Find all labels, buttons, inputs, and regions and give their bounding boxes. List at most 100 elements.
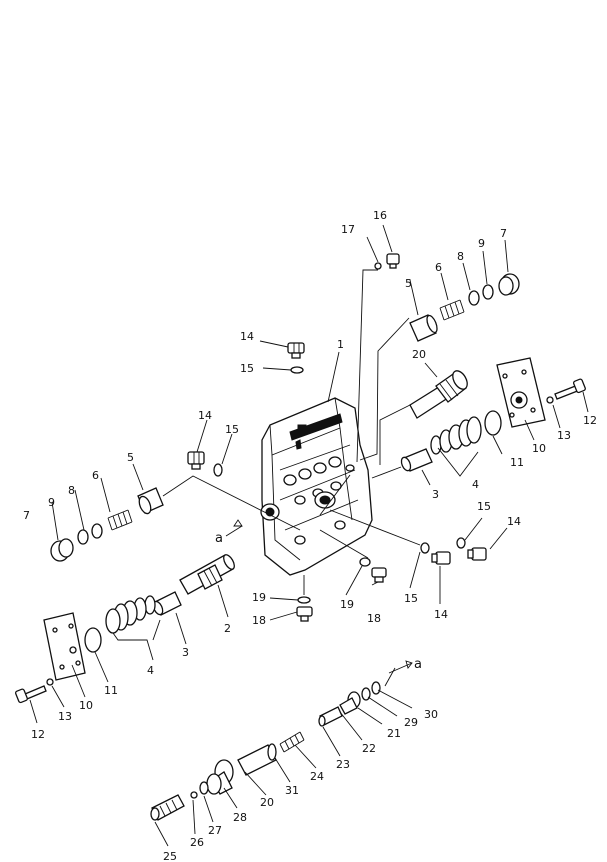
callout-10-upper: 10 (532, 442, 546, 455)
callout-16: 16 (373, 209, 387, 222)
leader-lines (29, 224, 589, 847)
plug-14-lower (431, 551, 451, 565)
spool-2 (179, 554, 235, 595)
callout-3-upper: 3 (432, 488, 439, 501)
callout-22: 22 (362, 742, 376, 755)
callout-20-upper: 20 (412, 348, 426, 361)
plug-14-right (467, 547, 487, 561)
callout-5-left: 5 (127, 451, 134, 464)
callout-28: 28 (233, 811, 247, 824)
callout-13-upper: 13 (557, 429, 571, 442)
cover-10-left (43, 612, 86, 681)
callout-18-right: 18 (367, 612, 381, 625)
callout-13-left: 13 (58, 710, 72, 723)
callout-18-center: 18 (252, 614, 266, 627)
o-ring-11-left (84, 627, 102, 653)
bolt-12-left (14, 685, 47, 704)
spring-24 (279, 731, 305, 753)
o-ring-19-center (297, 596, 311, 604)
plug-7-upper (498, 273, 520, 296)
callout-19-center: 19 (252, 591, 266, 604)
cover-10-upper (496, 357, 546, 428)
washer-8-left (91, 523, 103, 539)
callout-30: 30 (424, 708, 438, 721)
callout-10-left: 10 (79, 699, 93, 712)
spring-6-left (107, 509, 133, 531)
callout-14-lower: 14 (434, 608, 448, 621)
callout-11-left: 11 (104, 684, 118, 697)
callout-6-left: 6 (92, 469, 99, 482)
callout-3-left: 3 (182, 646, 189, 659)
spool-20-upper (409, 370, 468, 419)
plug-28 (206, 759, 234, 795)
callout-9-upper: 9 (478, 237, 485, 250)
spring-4-left (105, 595, 156, 634)
plug-14-left (187, 451, 205, 470)
plug-16 (386, 253, 400, 269)
callout-12-upper: 12 (583, 414, 597, 427)
callout-5-upper: 5 (405, 277, 412, 290)
callout-14-left: 14 (198, 409, 212, 422)
callout-8-upper: 8 (457, 250, 464, 263)
callout-15-top: 15 (240, 362, 254, 375)
callout-21: 21 (387, 727, 401, 740)
callout-2: 2 (224, 622, 231, 635)
callout-20-lower: 20 (260, 796, 274, 809)
spool-22 (318, 706, 343, 727)
callout-14-top: 14 (240, 330, 254, 343)
valve-body (260, 397, 373, 576)
callout-7-left: 7 (23, 509, 30, 522)
callout-25: 25 (163, 850, 177, 862)
o-ring-15-lower (420, 542, 430, 554)
plug-14-top (287, 342, 305, 359)
washer-27 (199, 781, 209, 795)
callout-8-left: 8 (68, 484, 75, 497)
spool-5-upper (409, 314, 438, 342)
sleeve-3-upper (400, 448, 433, 472)
callout-labels: 1 2 3 3 4 4 5 5 6 6 7 7 8 8 9 9 10 10 11… (23, 209, 597, 862)
o-ring-19-right (359, 557, 371, 567)
callout-7-upper: 7 (500, 227, 507, 240)
o-ring-15-left (213, 463, 223, 477)
plug-18-center (296, 606, 313, 622)
spool-5-left (137, 487, 164, 515)
callout-1: 1 (337, 338, 344, 351)
callout-9-left: 9 (48, 496, 55, 509)
callout-19-right: 19 (340, 598, 354, 611)
washer-13-left (46, 678, 54, 686)
callout-15-lower: 15 (404, 592, 418, 605)
sleeve-3-left (152, 591, 182, 616)
spring-6-upper (439, 299, 465, 321)
washer-13-upper (546, 396, 554, 404)
callout-31: 31 (285, 784, 299, 797)
plug-21 (339, 691, 361, 715)
callout-4-left: 4 (147, 664, 154, 677)
callout-15-left: 15 (225, 423, 239, 436)
callout-23: 23 (336, 758, 350, 771)
callout-6-upper: 6 (435, 261, 442, 274)
o-ring-17 (374, 262, 382, 270)
bolt-12-upper (554, 378, 586, 400)
o-ring-11-upper (484, 410, 502, 436)
callout-4-upper: 4 (472, 478, 479, 491)
o-ring-9-upper (482, 284, 494, 300)
plug-18-right (371, 567, 387, 583)
o-ring-29 (361, 687, 371, 701)
callout-11-upper: 11 (510, 456, 524, 469)
callout-24: 24 (310, 770, 324, 783)
callout-12-left: 12 (31, 728, 45, 741)
callout-15-right: 15 (477, 500, 491, 513)
callout-a-right: a (414, 657, 422, 672)
plug-7-left (50, 538, 74, 562)
sleeve-20-lower (237, 743, 277, 776)
o-ring-9-left (77, 529, 89, 545)
callout-14-right: 14 (507, 515, 521, 528)
callout-17: 17 (341, 223, 355, 236)
callout-26: 26 (190, 836, 204, 849)
o-ring-15-top (290, 366, 304, 374)
callout-a-left: a (215, 531, 223, 546)
spring-4-upper (430, 416, 482, 455)
washer-8-upper (468, 290, 480, 306)
o-ring-15-right (456, 537, 466, 549)
